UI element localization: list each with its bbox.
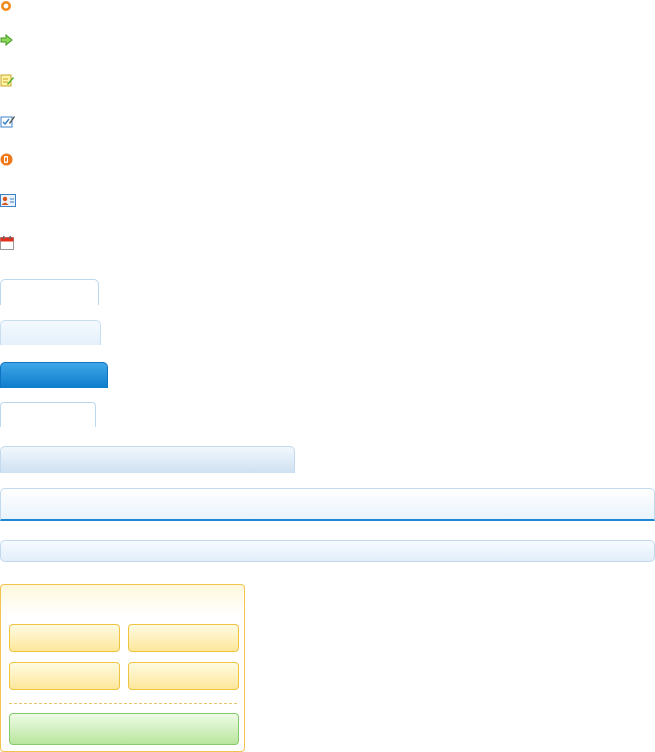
gradient-tab-bar[interactable] xyxy=(0,446,295,473)
orange-badge-icon xyxy=(0,153,14,167)
note-edit-icon xyxy=(0,73,14,87)
panel-button-1[interactable] xyxy=(9,624,120,652)
tab-active[interactable] xyxy=(0,362,108,388)
checklist-edit-icon xyxy=(0,114,15,128)
green-arrow-icon xyxy=(0,34,14,48)
panel-divider xyxy=(9,703,237,704)
panel-button-3[interactable] xyxy=(9,662,120,690)
contact-card-icon xyxy=(0,194,16,208)
panel-primary-button[interactable] xyxy=(9,713,239,745)
tab-default[interactable] xyxy=(0,279,99,305)
panel-button-4[interactable] xyxy=(128,662,239,690)
tab-plain[interactable] xyxy=(0,402,96,427)
orange-ring-icon xyxy=(0,0,14,14)
header-bar xyxy=(0,488,655,521)
yellow-panel xyxy=(0,584,245,752)
sub-header-bar xyxy=(0,540,655,562)
calendar-icon xyxy=(0,236,14,250)
tab-hover[interactable] xyxy=(0,320,101,345)
panel-button-2[interactable] xyxy=(128,624,239,652)
